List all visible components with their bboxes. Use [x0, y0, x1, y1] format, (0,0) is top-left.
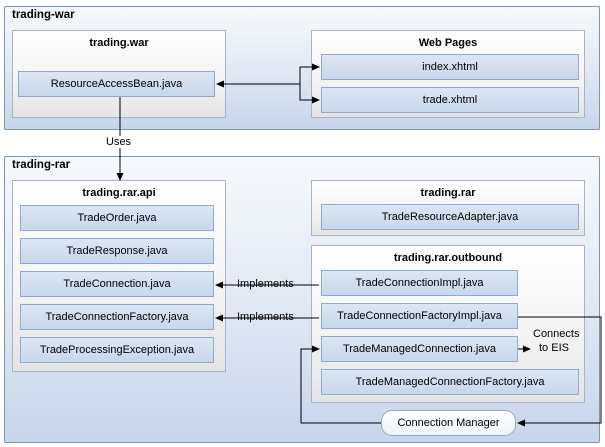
trade-response-file[interactable]: TradeResponse.java [20, 238, 214, 264]
trade-connection-file[interactable]: TradeConnection.java [20, 271, 214, 297]
trade-xhtml-file[interactable]: trade.xhtml [321, 87, 579, 113]
trade-connection-impl-file[interactable]: TradeConnectionImpl.java [321, 270, 518, 296]
trade-order-file[interactable]: TradeOrder.java [20, 205, 214, 231]
index-xhtml-label: index.xhtml [422, 61, 478, 73]
trading-rar-outbound-title: trading.rar.outbound [393, 252, 503, 264]
trade-response-label: TradeResponse.java [66, 245, 168, 257]
resource-access-bean-file[interactable]: ResourceAccessBean.java [18, 71, 215, 97]
trading-war-title: trading-war [12, 9, 75, 21]
trading-rar-api-title: trading.rar.api [82, 187, 156, 199]
webpages-to-trade-arrow [299, 84, 320, 104]
connection-manager-to-managed-connection-arrow [300, 345, 381, 424]
trade-connection-impl-label: TradeConnectionImpl.java [355, 277, 484, 289]
trade-managed-connection-factory-label: TradeManagedConnectionFactory.java [355, 376, 545, 388]
connection-manager-label: Connection Manager [397, 417, 500, 429]
trading-rar-title: trading-rar [12, 159, 71, 171]
trade-xhtml-label: trade.xhtml [422, 94, 478, 106]
trade-managed-connection-factory-file[interactable]: TradeManagedConnectionFactory.java [321, 369, 579, 395]
connection-manager[interactable]: Connection Manager [381, 410, 516, 436]
factory-to-connection-manager-arrow [517, 316, 602, 427]
trade-resource-adapter-file[interactable]: TradeResourceAdapter.java [321, 204, 579, 230]
trade-connection-factory-file[interactable]: TradeConnectionFactory.java [20, 304, 214, 330]
trade-managed-connection-label: TradeManagedConnection.java [342, 343, 497, 355]
connects-label-line1: Connects [533, 328, 580, 340]
trade-connection-factory-impl-label: TradeConnectionFactoryImpl.java [337, 310, 502, 322]
resource-access-bean-label: ResourceAccessBean.java [50, 78, 183, 90]
trade-connection-factory-label: TradeConnectionFactory.java [45, 311, 189, 323]
trade-connection-factory-impl-file[interactable]: TradeConnectionFactoryImpl.java [321, 303, 518, 329]
trading-rar-package-title: trading.rar [420, 187, 476, 199]
trade-resource-adapter-label: TradeResourceAdapter.java [381, 211, 519, 223]
trade-processing-exception-label: TradeProcessingException.java [39, 344, 195, 356]
implements-label-2: Implements [237, 311, 294, 323]
trade-processing-exception-file[interactable]: TradeProcessingException.java [20, 337, 214, 363]
connects-label-line2: to EIS [539, 342, 569, 354]
web-pages-title: Web Pages [418, 37, 478, 49]
uses-label: Uses [104, 136, 134, 148]
implements-label-1: Implements [237, 278, 294, 290]
trading-war-package-title: trading.war [89, 37, 149, 49]
trade-connection-label: TradeConnection.java [63, 278, 171, 290]
index-xhtml-file[interactable]: index.xhtml [321, 54, 579, 80]
trade-order-label: TradeOrder.java [77, 212, 157, 224]
trade-managed-connection-file[interactable]: TradeManagedConnection.java [321, 336, 518, 362]
webpages-to-index-arrow [299, 63, 320, 84]
